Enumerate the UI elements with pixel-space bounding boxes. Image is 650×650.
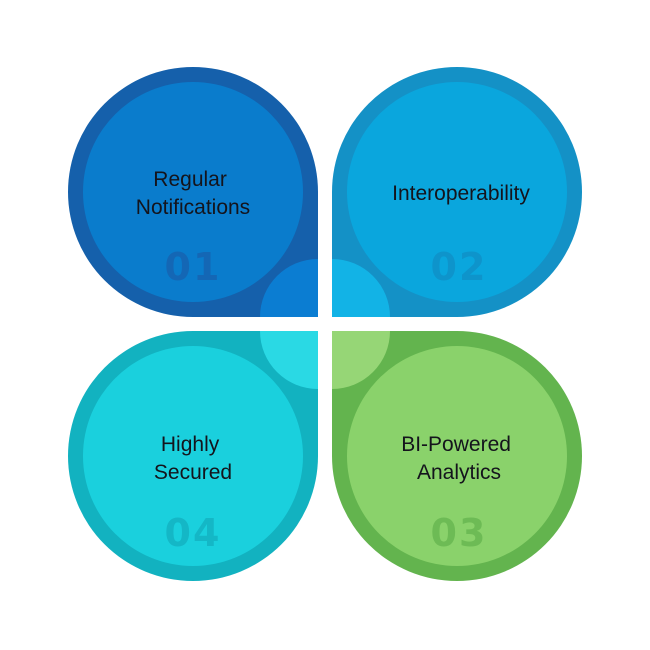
petal-top-left-bulge xyxy=(260,259,318,317)
petal-top-left-number: 01 xyxy=(165,245,222,289)
petal-bottom-left-inner xyxy=(83,346,303,566)
petal-bottom-right-label: BI-Powered Analytics xyxy=(401,433,517,484)
petal-bottom-right: BI-Powered Analytics 03 xyxy=(332,331,582,581)
petal-bottom-left-bulge xyxy=(260,331,318,389)
petal-top-left: Regular Notifications 01 xyxy=(68,67,318,317)
petal-top-right-bulge xyxy=(332,259,390,317)
petal-bottom-left-label: Highly Secured xyxy=(154,433,232,484)
petal-bottom-right-inner xyxy=(347,346,567,566)
petal-top-right-inner xyxy=(347,82,567,302)
petal-bottom-left: Highly Secured 04 xyxy=(68,331,318,581)
petal-top-right-number: 02 xyxy=(431,245,488,289)
petal-top-left-label: Regular Notifications xyxy=(136,168,250,219)
petal-top-left-inner xyxy=(83,82,303,302)
petal-bottom-left-number: 04 xyxy=(165,511,222,555)
petal-bottom-right-number: 03 xyxy=(431,511,488,555)
petal-bottom-right-bulge xyxy=(332,331,390,389)
petal-top-right: Interoperability 02 xyxy=(332,67,582,317)
petal-top-right-label: Interoperability xyxy=(392,182,530,205)
